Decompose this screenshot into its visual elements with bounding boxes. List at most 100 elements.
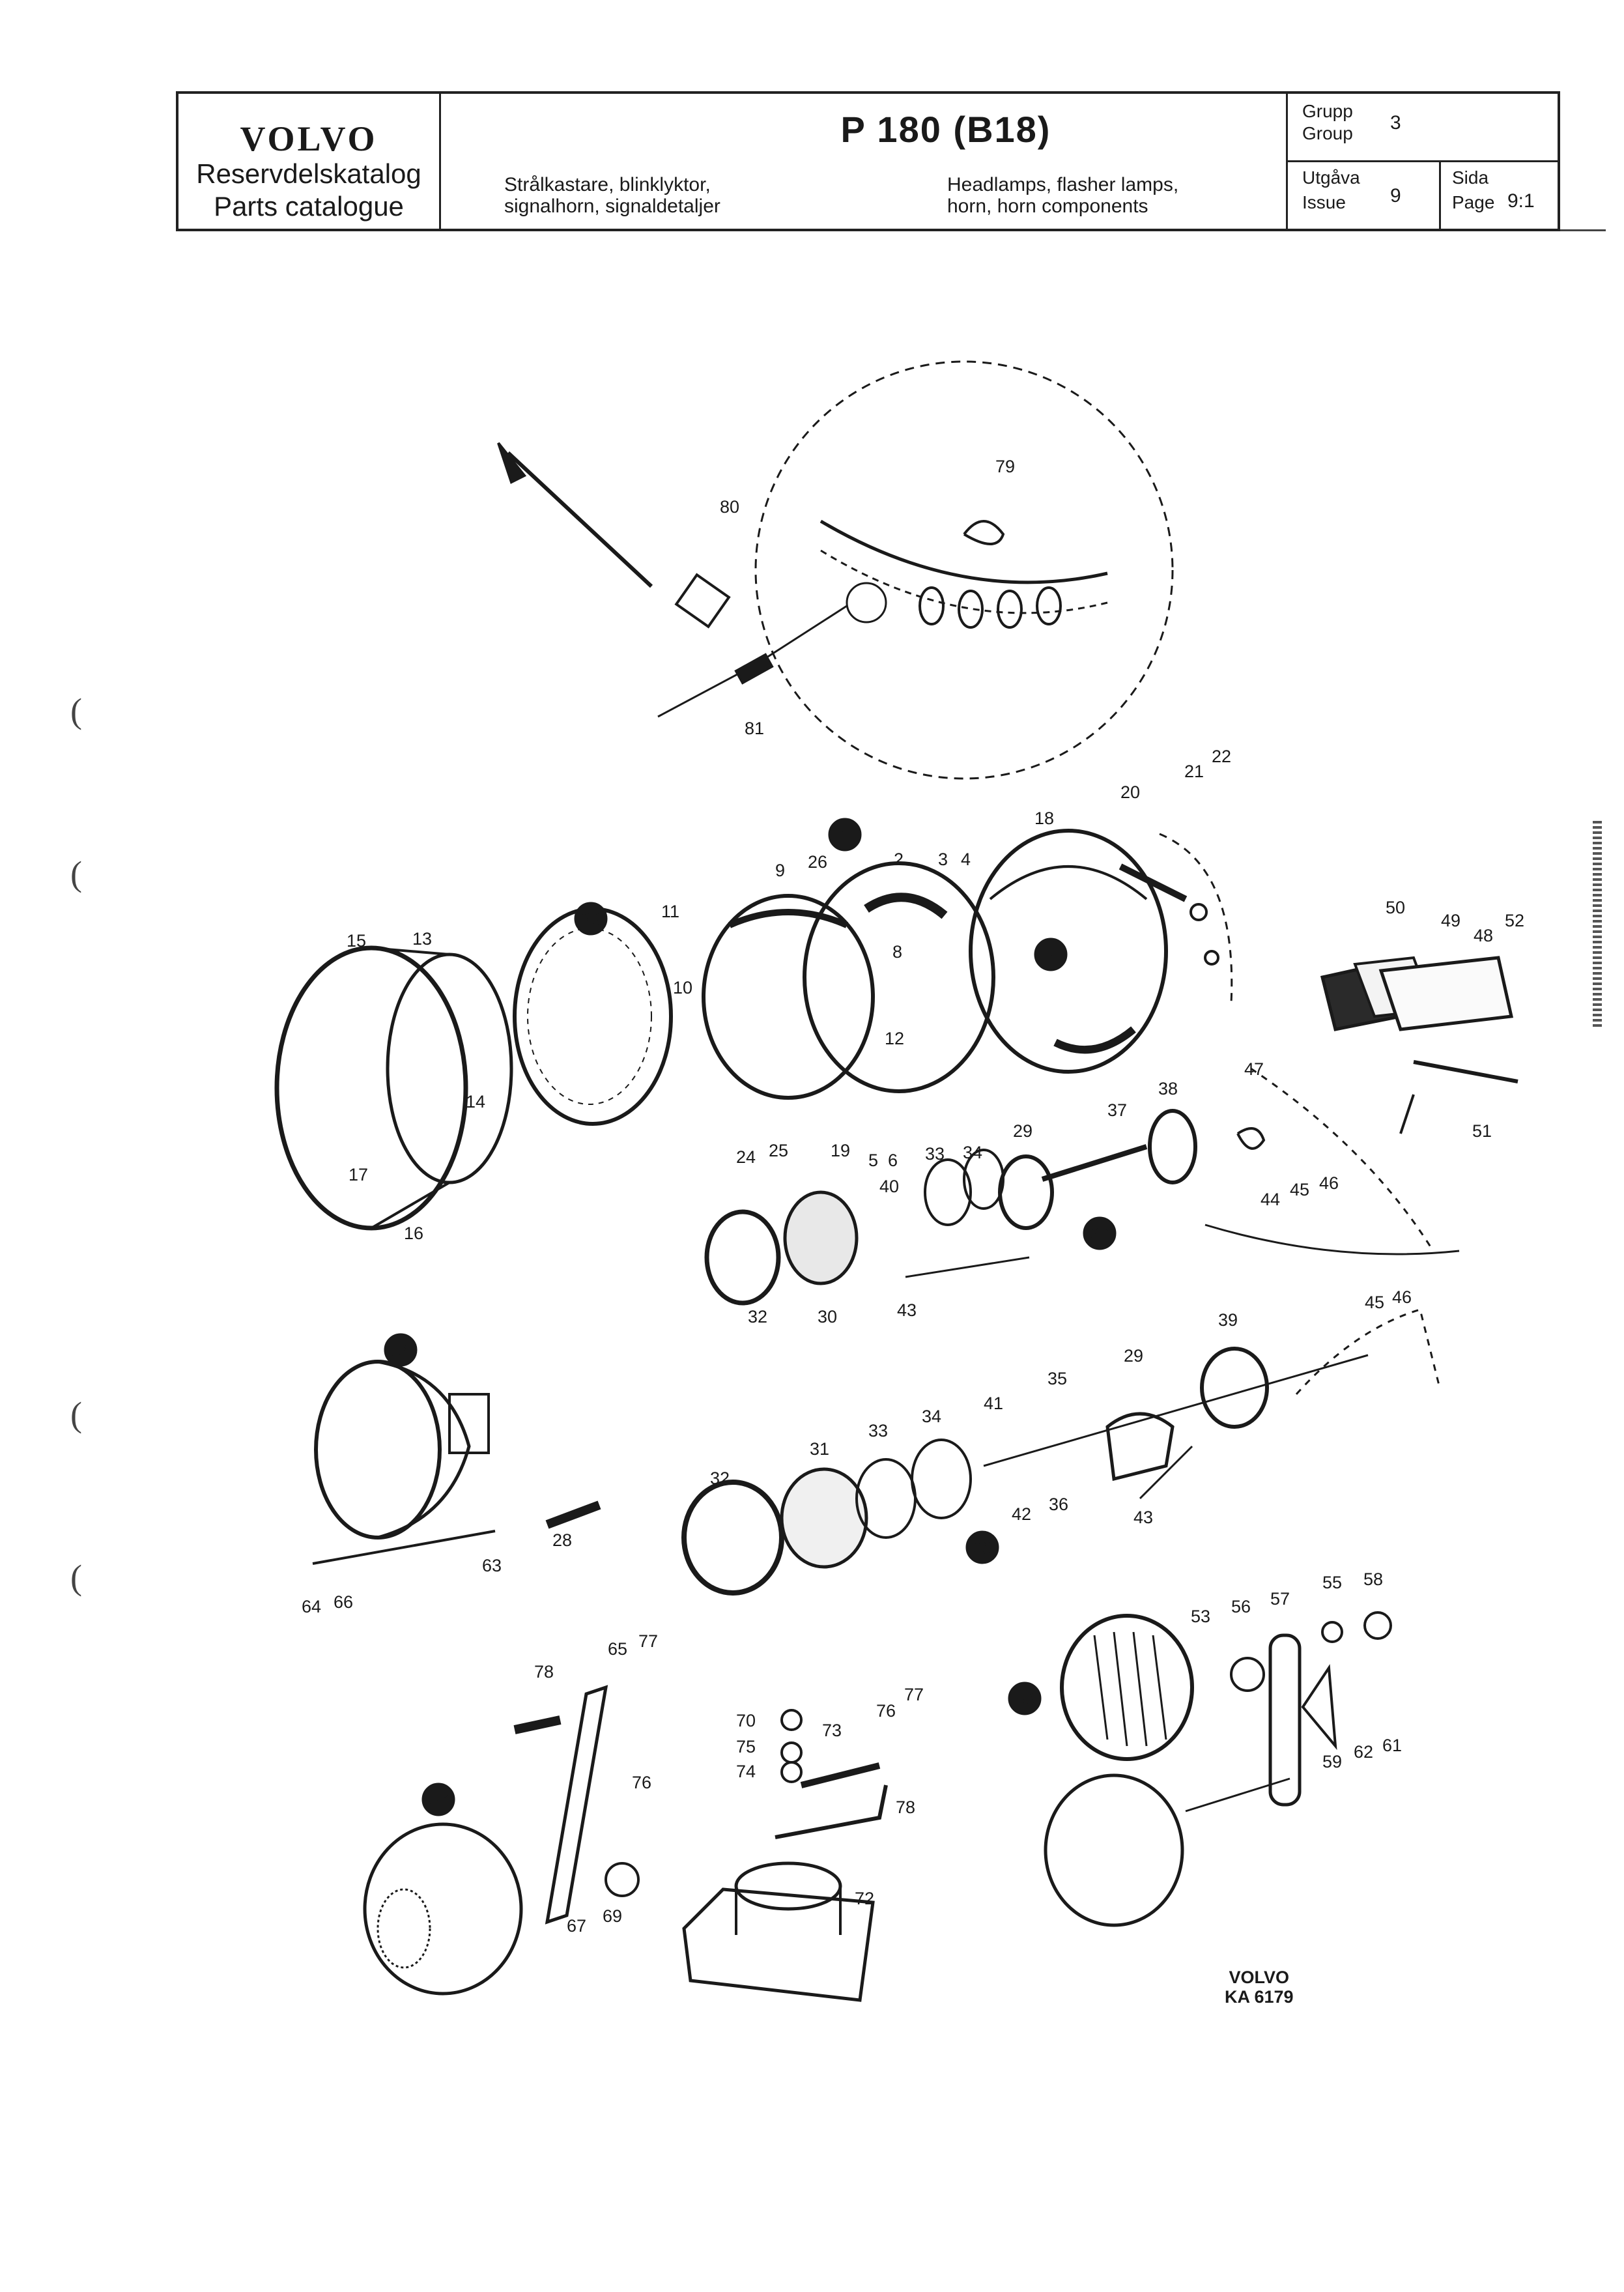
part-label: 65 xyxy=(608,1639,627,1659)
divider xyxy=(1439,160,1441,229)
part-label: 38 xyxy=(1158,1079,1178,1098)
assembly-label: 27 xyxy=(1090,1224,1109,1244)
flasher-rim-32 xyxy=(704,1209,781,1306)
catalogue-title-en: Parts catalogue xyxy=(214,191,404,222)
issue-value: 9 xyxy=(1390,185,1401,207)
part-label: 21 xyxy=(1184,762,1204,781)
part-label: 76 xyxy=(876,1701,896,1721)
indicator-stalk xyxy=(506,451,653,588)
assembly-label: 23 xyxy=(581,910,601,929)
assembly-label: 54 xyxy=(391,1341,410,1360)
part-label: 77 xyxy=(638,1631,658,1651)
horn-bracket-68 xyxy=(545,1685,608,1925)
part-label: 9 xyxy=(775,861,785,880)
part-label: 22 xyxy=(1212,747,1231,766)
part-label: 80 xyxy=(720,497,739,517)
part-label: 43 xyxy=(1133,1508,1153,1527)
part-label: 13 xyxy=(412,929,432,949)
assembly-label: 67 xyxy=(429,1790,448,1810)
part-label: 3 xyxy=(938,850,948,869)
sida-label: Sida xyxy=(1452,167,1489,188)
assembly-labels: 1 23 7 27 54 28 67 53 xyxy=(391,825,1109,1810)
flasher-housing-38 xyxy=(1148,1109,1197,1184)
part-label: 8 xyxy=(892,942,902,962)
horn-53 xyxy=(1060,1614,1194,1761)
part-label: 19 xyxy=(831,1141,850,1160)
part-label: 15 xyxy=(347,931,366,951)
binding-mark: ( xyxy=(70,691,82,730)
part-label: 18 xyxy=(1034,809,1054,828)
part-label: 64 xyxy=(302,1597,321,1616)
part-label: 61 xyxy=(1382,1736,1402,1755)
headlamp-housing-2 xyxy=(803,861,995,1093)
model-title: P 180 (B18) xyxy=(840,109,1051,150)
description-en-2: horn, horn components xyxy=(947,195,1148,217)
page-label: Page xyxy=(1452,192,1495,212)
horn-67 xyxy=(363,1822,523,1996)
housing-7 xyxy=(969,829,1168,1074)
part-label: 6 xyxy=(888,1151,898,1170)
part-label: 20 xyxy=(1120,782,1140,802)
part-label: 75 xyxy=(736,1737,756,1756)
assembly-label: 1 xyxy=(840,825,849,845)
part-label: 12 xyxy=(885,1029,904,1048)
part-label: 37 xyxy=(1107,1100,1127,1120)
part-label: 4 xyxy=(961,850,971,869)
part-label: 48 xyxy=(1474,926,1493,945)
part-label: 57 xyxy=(1270,1589,1290,1609)
part-label: 46 xyxy=(1319,1173,1339,1193)
part-label: 45 xyxy=(1365,1293,1384,1312)
flasher-lens-30 xyxy=(783,1190,859,1285)
front-lamp-54 xyxy=(314,1360,442,1540)
part-label: 36 xyxy=(1049,1495,1068,1514)
part-labels: 80 79 81 22 21 20 18 1 2 3 4 26 9 11 23 … xyxy=(302,457,1524,1936)
part-label: 32 xyxy=(710,1468,730,1488)
headlamp-ring-13 xyxy=(386,953,513,1184)
part-label: 63 xyxy=(482,1556,502,1575)
steering-wheel-holes xyxy=(919,586,1062,629)
group-value: 3 xyxy=(1390,112,1401,134)
binding-mark: ( xyxy=(70,1558,82,1597)
description-sv-2: signalhorn, signaldetaljer xyxy=(504,195,720,217)
part-label: 62 xyxy=(1354,1742,1373,1762)
part-label: 66 xyxy=(334,1592,353,1612)
grupp-label: Grupp xyxy=(1302,101,1353,121)
sealed-beam-unit xyxy=(513,907,673,1126)
horn-bracket-72 xyxy=(775,1784,888,1839)
divider xyxy=(439,94,441,229)
rear-lamp-rim xyxy=(681,1480,784,1596)
part-label: 47 xyxy=(1244,1059,1264,1079)
part-label: 76 xyxy=(632,1773,651,1792)
horn-bracket-55 xyxy=(1268,1633,1302,1807)
assembly-label: 7 xyxy=(1046,945,1055,965)
part-label: 28 xyxy=(552,1530,572,1550)
part-label: 42 xyxy=(1012,1504,1031,1524)
part-label: 67 xyxy=(567,1916,586,1936)
assembly-label: 53 xyxy=(1015,1689,1034,1709)
part-label: 34 xyxy=(963,1143,982,1162)
part-label: 59 xyxy=(1322,1752,1342,1771)
headlamp-rim-15 xyxy=(274,945,468,1231)
divider xyxy=(1286,160,1558,162)
part-label: 33 xyxy=(925,1144,945,1164)
steering-wheel-spoke xyxy=(819,519,1108,584)
part-label: 79 xyxy=(995,457,1015,476)
drawing-stamp: VOLVO KA 6179 xyxy=(1225,1968,1294,2007)
steering-wheel-outline xyxy=(754,360,1174,780)
horn-71 xyxy=(682,1887,875,2002)
edge-strip xyxy=(1593,821,1602,1029)
part-label: 78 xyxy=(534,1662,554,1682)
part-label: 77 xyxy=(904,1685,924,1704)
description-en-1: Headlamps, flasher lamps, xyxy=(947,174,1179,195)
part-label: 50 xyxy=(1386,898,1405,917)
part-label: 33 xyxy=(868,1421,888,1440)
brand-logo-text: VOLVO xyxy=(240,119,378,158)
page-value: 9:1 xyxy=(1507,190,1535,212)
catalogue-title-sv: Reservdelskatalog xyxy=(196,158,421,189)
part-label: 14 xyxy=(466,1092,485,1111)
assembly-circles xyxy=(384,818,1117,1816)
part-label: 44 xyxy=(1261,1190,1280,1209)
stamp-brand: VOLVO xyxy=(1229,1968,1290,1987)
part-label: 56 xyxy=(1231,1597,1251,1616)
